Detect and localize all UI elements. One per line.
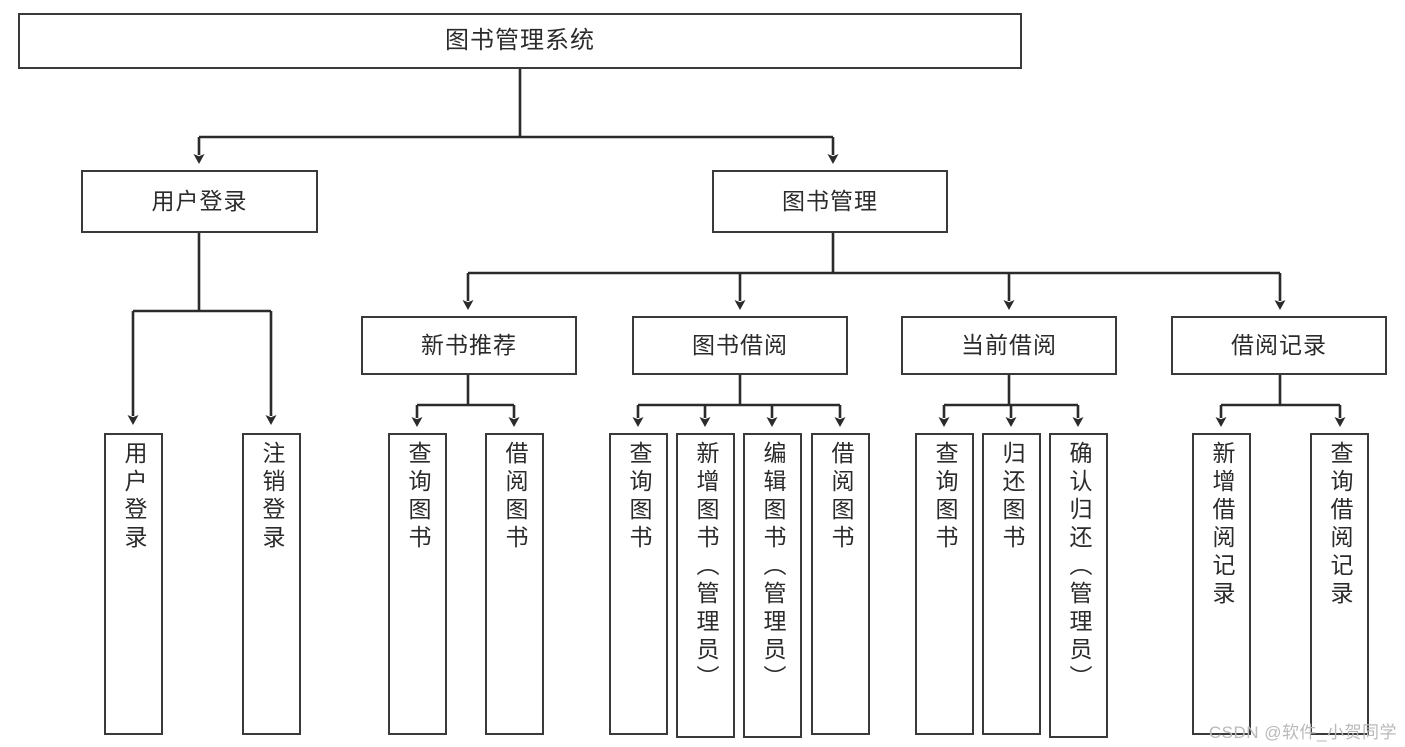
- node-current-borrow[interactable]: 当前借阅: [901, 316, 1117, 375]
- node-book-management[interactable]: 图书管理: [712, 170, 948, 233]
- node-label: 图书管理系统: [445, 26, 595, 54]
- node-label: 借阅图书: [828, 441, 854, 553]
- node-label: 新书推荐: [421, 331, 517, 358]
- leaf-edit-book[interactable]: 编辑图书（管理员）: [743, 433, 802, 738]
- node-label: 借阅图书: [502, 441, 528, 553]
- leaf-borrow-book[interactable]: 借阅图书: [811, 433, 870, 735]
- csdn-watermark: CSDN @软件_小贺同学: [1208, 723, 1397, 742]
- node-user-login[interactable]: 用户登录: [81, 170, 318, 233]
- node-label: 新增图书（管理员）: [693, 441, 719, 693]
- node-book-borrow[interactable]: 图书借阅: [632, 316, 848, 375]
- leaf-query-book-recommend[interactable]: 查询图书: [388, 433, 447, 735]
- node-label: 查询图书: [626, 441, 652, 553]
- node-label: 用户登录: [121, 441, 147, 553]
- node-label: 图书管理: [782, 187, 878, 214]
- node-root-system[interactable]: 图书管理系统: [18, 13, 1022, 69]
- node-label: 图书借阅: [692, 331, 788, 358]
- node-borrow-record[interactable]: 借阅记录: [1171, 316, 1387, 375]
- leaf-user-login[interactable]: 用户登录: [104, 433, 163, 735]
- leaf-query-book-current[interactable]: 查询图书: [915, 433, 974, 735]
- node-label: 当前借阅: [961, 331, 1057, 358]
- leaf-add-book[interactable]: 新增图书（管理员）: [676, 433, 735, 738]
- leaf-confirm-return[interactable]: 确认归还（管理员）: [1049, 433, 1108, 738]
- node-label: 确认归还（管理员）: [1066, 441, 1092, 693]
- node-label: 新增借阅记录: [1209, 441, 1235, 609]
- node-label: 查询图书: [932, 441, 958, 553]
- leaf-query-borrow-record[interactable]: 查询借阅记录: [1310, 433, 1369, 735]
- node-label: 编辑图书（管理员）: [760, 441, 786, 693]
- leaf-borrow-book-recommend[interactable]: 借阅图书: [485, 433, 544, 735]
- leaf-logout-login[interactable]: 注销登录: [242, 433, 301, 735]
- node-label: 查询图书: [405, 441, 431, 553]
- leaf-return-book[interactable]: 归还图书: [982, 433, 1041, 735]
- leaf-add-borrow-record[interactable]: 新增借阅记录: [1192, 433, 1251, 735]
- node-label: 借阅记录: [1231, 331, 1327, 358]
- node-label: 用户登录: [151, 187, 248, 214]
- node-label: 归还图书: [999, 441, 1025, 553]
- node-label: 查询借阅记录: [1327, 441, 1353, 609]
- node-label: 注销登录: [259, 441, 285, 553]
- node-new-book-recommend[interactable]: 新书推荐: [361, 316, 577, 375]
- leaf-query-book-borrow[interactable]: 查询图书: [609, 433, 668, 735]
